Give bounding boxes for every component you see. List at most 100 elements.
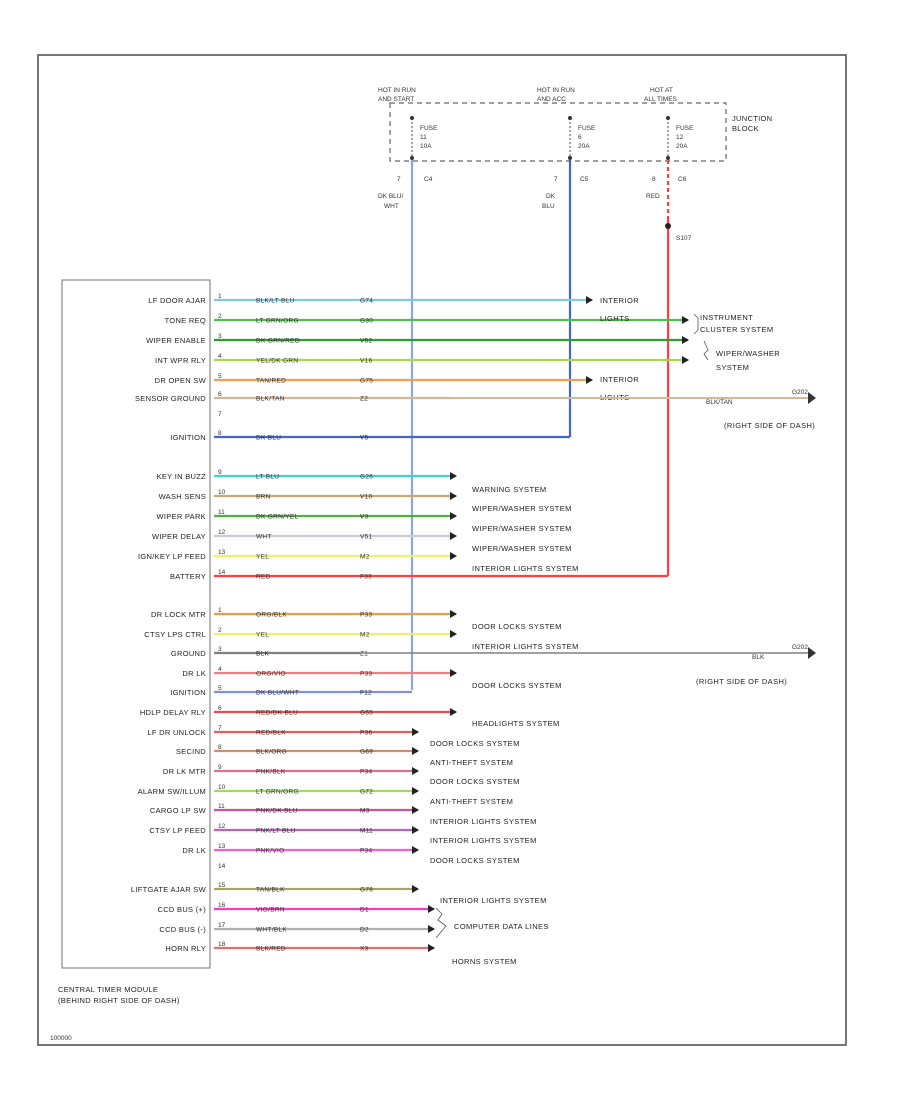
ground1-symbol — [808, 392, 816, 404]
pin-number: 8 — [218, 430, 222, 437]
fuse6-number: 6 — [578, 134, 582, 141]
pin-number: 5 — [218, 685, 222, 692]
fuse11-terminal-bottom — [410, 156, 414, 160]
pin-label: WIPER PARK — [156, 512, 206, 521]
wire-color-label: WHT — [256, 534, 272, 541]
dest-interior-lights-system-1: INTERIOR LIGHTS SYSTEM — [472, 564, 579, 573]
wire-color-label: DK GRN/RED — [256, 338, 300, 345]
dest-wiper-washer-1a: WIPER/WASHER — [716, 349, 780, 358]
wire-arrow — [412, 885, 419, 893]
fuse12-number: 12 — [676, 134, 684, 141]
wire-color-label: RED/BLK — [256, 730, 286, 737]
wire-circuit-label: V3 — [360, 514, 369, 521]
wire-color-label: DK BLU — [256, 435, 281, 442]
fuse12-header-2: ALL TIMES — [644, 96, 678, 103]
wire-arrow — [428, 925, 435, 933]
pin-label: IGNITION — [170, 433, 206, 442]
fuse6-header-2: AND ACC — [537, 96, 566, 103]
dest-interior-lights-1b: LIGHTS — [600, 314, 630, 323]
cluster-bracket — [693, 313, 699, 335]
wire-color-label: PNK/VIO — [256, 848, 284, 855]
wire-color-label: YEL — [256, 632, 269, 639]
dest-interior-lights-system-4: INTERIOR LIGHTS SYSTEM — [430, 836, 537, 845]
wire-arrow — [412, 747, 419, 755]
ground1-wire-label: BLK/TAN — [706, 399, 733, 406]
splice-s107-label: S107 — [676, 235, 692, 242]
pin-label: SENSOR GROUND — [135, 394, 206, 403]
pin-number: 12 — [218, 823, 226, 830]
dest-computer-data-lines: COMPUTER DATA LINES — [454, 922, 549, 931]
dest-door-locks-4: DOOR LOCKS SYSTEM — [430, 777, 520, 786]
pin-number: 15 — [218, 882, 226, 889]
pin-label: HORN RLY — [165, 944, 206, 953]
pin-label: INT WPR RLY — [155, 356, 206, 365]
dest-headlights: HEADLIGHTS SYSTEM — [472, 719, 560, 728]
wire-arrow — [412, 728, 419, 736]
wire-arrow — [412, 787, 419, 795]
wire-color-label: WHT/BLK — [256, 927, 287, 934]
wire-arrow — [450, 610, 457, 618]
wire-color-label: LT GRN/ORG — [256, 318, 299, 325]
wire-circuit-label: M3 — [360, 808, 370, 815]
dest-interior-lights-1a: INTERIOR — [600, 296, 639, 305]
pin-number: 7 — [218, 411, 222, 418]
wire-arrow — [412, 767, 419, 775]
wire-arrow — [682, 316, 689, 324]
pin-label: DR OPEN SW — [155, 376, 207, 385]
dest-door-locks-3: DOOR LOCKS SYSTEM — [430, 739, 520, 748]
pin-label: IGNITION — [170, 688, 206, 697]
dest-warning-system: WARNING SYSTEM — [472, 485, 547, 494]
dest-wiper-washer-a: WIPER/WASHER SYSTEM — [472, 504, 572, 513]
wire-color-label: YEL/DK GRN — [256, 358, 298, 365]
pin-number: 11 — [218, 509, 225, 516]
pin-number: 1 — [218, 607, 222, 614]
fuse6-wire-1: DK — [546, 193, 556, 200]
junction-block-label-2: BLOCK — [732, 124, 759, 133]
wire-color-label: BLK/LT BLU — [256, 298, 295, 305]
wire-arrow — [412, 806, 419, 814]
pin-number: 13 — [218, 843, 226, 850]
wire-arrow — [450, 669, 457, 677]
fuse12-connector: C6 — [678, 176, 687, 183]
wire-color-label: BRN — [256, 494, 271, 501]
pin-label: DR LK — [182, 669, 206, 678]
dest-interior-lights-2a: INTERIOR — [600, 375, 639, 384]
fuse6-header-1: HOT IN RUN — [537, 87, 575, 94]
wire-arrow — [682, 336, 689, 344]
wiper-bracket — [703, 340, 709, 361]
pin-number: 9 — [218, 469, 222, 476]
fuse6-wire-2: BLU — [542, 203, 555, 210]
dest-horns: HORNS SYSTEM — [452, 957, 517, 966]
pin-number: 2 — [218, 627, 222, 634]
wire-circuit-label: P36 — [360, 730, 373, 737]
wire-circuit-label: G74 — [360, 298, 373, 305]
dest-instrument-cluster-1: INSTRUMENT — [700, 313, 753, 322]
fuse11-connector: C4 — [424, 176, 433, 183]
wire-color-label: VIO/BRN — [256, 907, 285, 914]
wire-arrow — [450, 630, 457, 638]
wire-circuit-label: P33 — [360, 671, 373, 678]
fuse11-label: FUSE — [420, 125, 438, 132]
ground2-location: (RIGHT SIDE OF DASH) — [696, 677, 787, 686]
fuse12-wire: RED — [646, 193, 660, 200]
pin-label: ALARM SW/ILLUM — [138, 787, 206, 796]
wire-arrow — [450, 512, 457, 520]
pin-number: 14 — [218, 863, 226, 870]
wire-color-label: PNK/BLK — [256, 769, 286, 776]
wire-circuit-label: G30 — [360, 318, 373, 325]
fuse6-terminal-bottom — [568, 156, 572, 160]
wire-arrow — [428, 905, 435, 913]
pin-label: CARGO LP SW — [150, 806, 207, 815]
pin-label: LF DOOR AJAR — [148, 296, 206, 305]
pin-label: DR LK MTR — [163, 767, 206, 776]
wire-circuit-label: P34 — [360, 769, 373, 776]
dest-anti-theft-1: ANTI-THEFT SYSTEM — [430, 758, 513, 767]
dest-anti-theft-2: ANTI-THEFT SYSTEM — [430, 797, 513, 806]
wire-color-label: LT GRN/ORG — [256, 789, 299, 796]
fuse6-terminal-top — [568, 116, 572, 120]
pin-number: 6 — [218, 391, 222, 398]
wire-arrow — [450, 472, 457, 480]
junction-block-box — [389, 102, 727, 162]
pin-number: 4 — [218, 353, 222, 360]
